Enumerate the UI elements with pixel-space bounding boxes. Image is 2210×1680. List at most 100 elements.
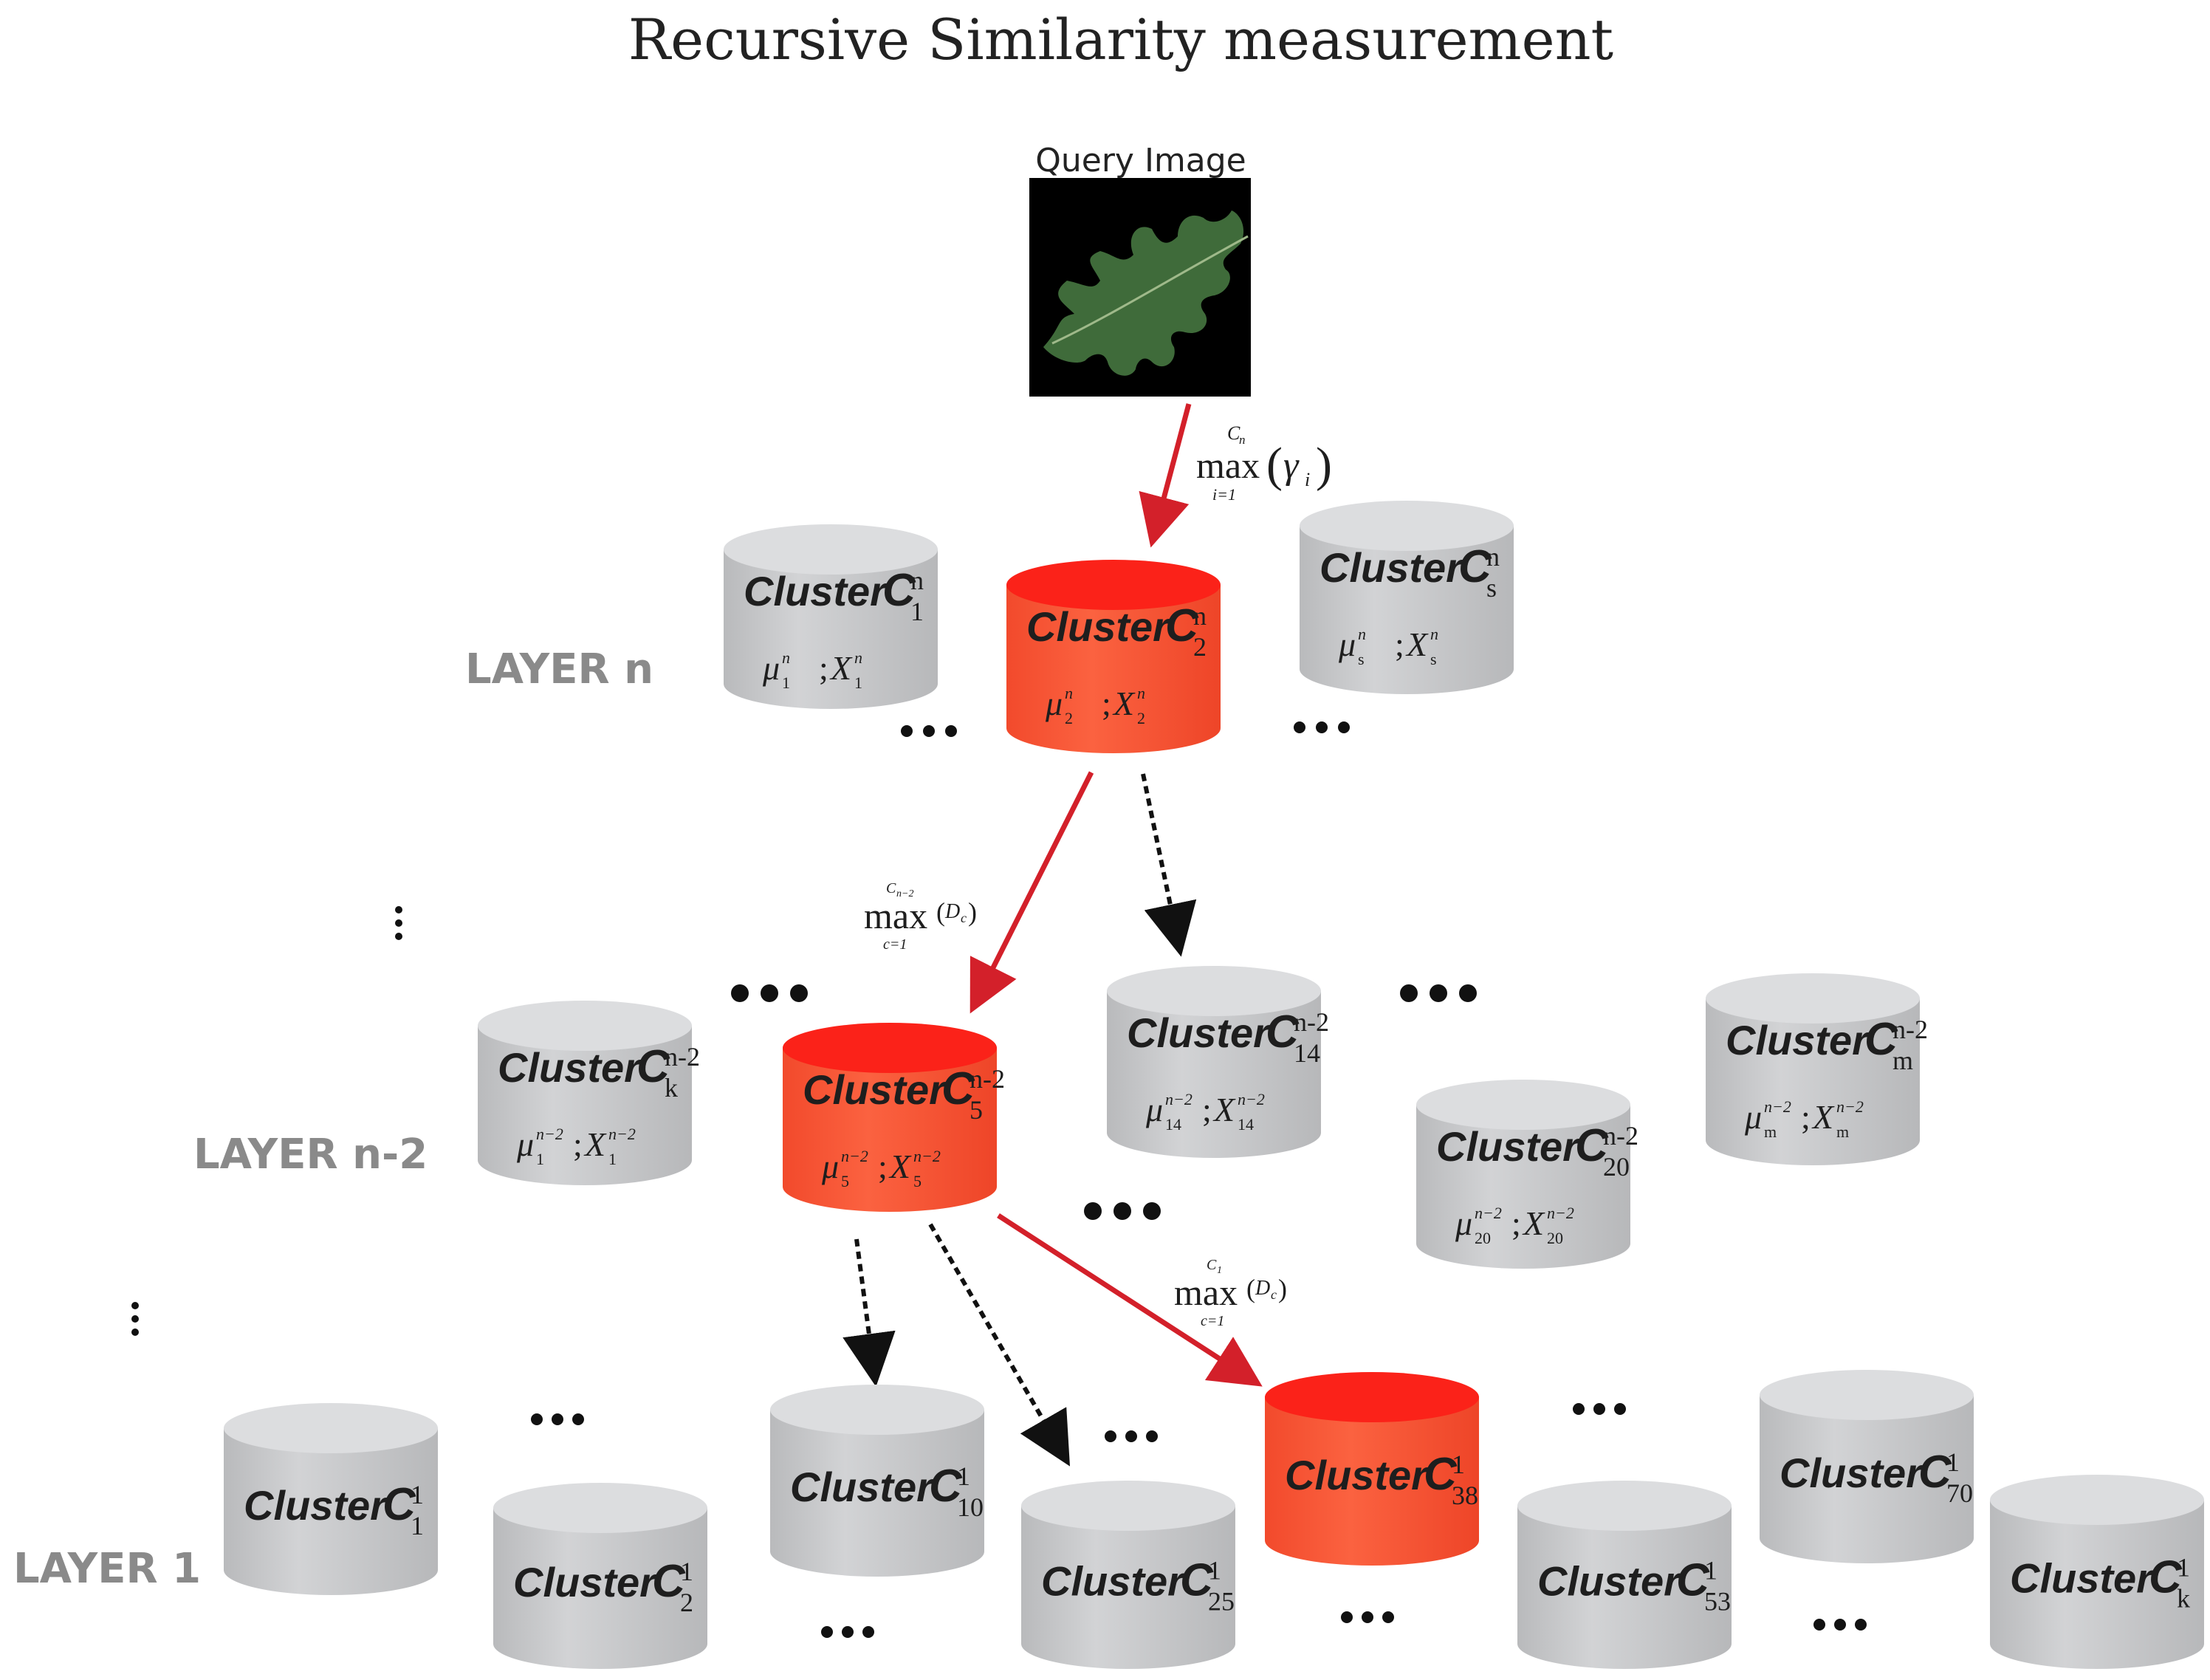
cylinder-top — [724, 524, 938, 575]
cluster-word: Cluster — [1726, 1017, 1870, 1063]
separator: ; — [1102, 685, 1111, 722]
cluster-word: Cluster — [1780, 1450, 1924, 1496]
svg-text:D: D — [1255, 1277, 1270, 1300]
cluster-symbol: C — [1458, 541, 1492, 592]
ellipsis-dot — [945, 725, 957, 737]
variance-superscript: n — [1430, 625, 1438, 643]
cluster-word: Cluster — [1436, 1123, 1581, 1170]
variance-subscript: 1 — [608, 1150, 617, 1168]
mean-subscript: 14 — [1165, 1115, 1181, 1134]
separator: ; — [1202, 1091, 1212, 1128]
cluster-subscript: 14 — [1294, 1038, 1320, 1068]
ellipsis-dot — [821, 1626, 833, 1638]
layer-n-2-label: LAYER n-2 — [193, 1131, 428, 1179]
mean-symbol: μ — [1338, 625, 1356, 663]
svg-text:C: C — [886, 880, 896, 896]
leaf-icon — [1043, 210, 1249, 376]
arrows — [843, 403, 1263, 1467]
cluster-subscript: m — [1892, 1046, 1913, 1075]
cluster-superscript: n-2 — [970, 1064, 1005, 1094]
cylinder-top — [1107, 966, 1321, 1016]
ellipsis-dot — [1084, 1202, 1102, 1220]
cluster-superscript: n-2 — [1294, 1007, 1329, 1037]
cluster-word: Cluster — [744, 568, 888, 614]
cylinder-top — [478, 1001, 692, 1051]
mean-superscript: n — [1065, 684, 1073, 702]
cluster-word: Cluster — [803, 1066, 947, 1113]
cluster-superscript: 1 — [411, 1480, 424, 1509]
variance-superscript: n−2 — [608, 1125, 636, 1143]
cylinder-body — [1021, 1506, 1235, 1669]
cluster-superscript: 1 — [680, 1557, 693, 1586]
separator: ; — [878, 1148, 888, 1185]
svg-text:c: c — [1271, 1287, 1277, 1302]
ellipsis-dot — [1614, 1403, 1626, 1415]
cluster-word: Cluster — [1320, 544, 1464, 591]
variance-subscript: 14 — [1238, 1115, 1254, 1134]
mean-subscript: 5 — [841, 1172, 849, 1190]
variance-subscript: 20 — [1547, 1229, 1563, 1247]
ellipsis-dot — [1113, 1202, 1131, 1220]
cluster-superscript: n — [1486, 542, 1500, 572]
mean-subscript: 1 — [536, 1150, 544, 1168]
variance-symbol: X — [829, 649, 853, 687]
variance-symbol: X — [1811, 1098, 1835, 1136]
ellipsis-9 — [821, 1626, 874, 1638]
layer-1-label: LAYER 1 — [13, 1545, 201, 1593]
ellipsis-dot — [1400, 984, 1418, 1002]
cluster-word: Cluster — [244, 1482, 388, 1529]
dotted-arrow-to-cluster-m2-14 — [1141, 773, 1197, 957]
cluster-subscript: 25 — [1208, 1587, 1235, 1616]
cluster-word: Cluster — [790, 1464, 935, 1510]
mean-symbol: μ — [1145, 1091, 1163, 1128]
svg-text:(: ( — [936, 897, 945, 927]
cluster-subscript: 2 — [1193, 632, 1207, 662]
cylinder-body — [493, 1508, 707, 1669]
ellipsis-dot — [1593, 1403, 1605, 1415]
ellipsis-dot — [1855, 1619, 1867, 1631]
variance-symbol: X — [1405, 625, 1429, 663]
cylinder-body — [724, 549, 938, 709]
cluster-subscript: 1 — [910, 597, 924, 626]
cylinder-body — [783, 1048, 997, 1212]
variance-symbol: X — [1112, 685, 1136, 722]
cylinder-top — [1706, 973, 1920, 1024]
cylinder-body — [1107, 991, 1321, 1158]
max-operator: max — [1174, 1272, 1238, 1313]
arrow-cluster-n2-to-cluster-m2-5 — [970, 771, 1094, 1014]
cluster-superscript: n — [910, 566, 924, 595]
cluster-word: Cluster — [1537, 1558, 1682, 1605]
cluster-superscript: 1 — [1208, 1556, 1221, 1585]
ellipsis-6 — [531, 1413, 584, 1425]
ellipsis-dot — [552, 1413, 563, 1425]
variance-subscript: 1 — [854, 673, 862, 692]
cluster-superscript: 1 — [2177, 1553, 2190, 1583]
variance-subscript: s — [1430, 650, 1437, 668]
variance-symbol: X — [583, 1125, 607, 1163]
cluster-symbol: C — [636, 1041, 670, 1092]
variance-superscript: n−2 — [1238, 1090, 1265, 1108]
cluster-symbol: C — [1575, 1120, 1609, 1171]
svg-text:c=1: c=1 — [883, 936, 907, 953]
svg-text:): ) — [1316, 438, 1332, 492]
ellipsis-dot — [1294, 721, 1305, 733]
ellipsis-dot — [572, 1413, 584, 1425]
cylinder-body — [1517, 1506, 1732, 1669]
cylinder-top — [1517, 1481, 1732, 1531]
cluster-symbol: C — [1165, 600, 1199, 651]
cylinder-body — [1265, 1397, 1479, 1566]
svg-text:D: D — [944, 900, 960, 923]
ellipsis-dot — [923, 725, 935, 737]
cylinder-top — [770, 1385, 984, 1435]
cluster-subscript: k — [665, 1073, 678, 1103]
variance-subscript: 2 — [1137, 709, 1145, 727]
cylinder-body — [224, 1428, 438, 1595]
cluster-subscript: 70 — [1946, 1478, 1973, 1508]
cluster-symbol: C — [1266, 1007, 1300, 1057]
